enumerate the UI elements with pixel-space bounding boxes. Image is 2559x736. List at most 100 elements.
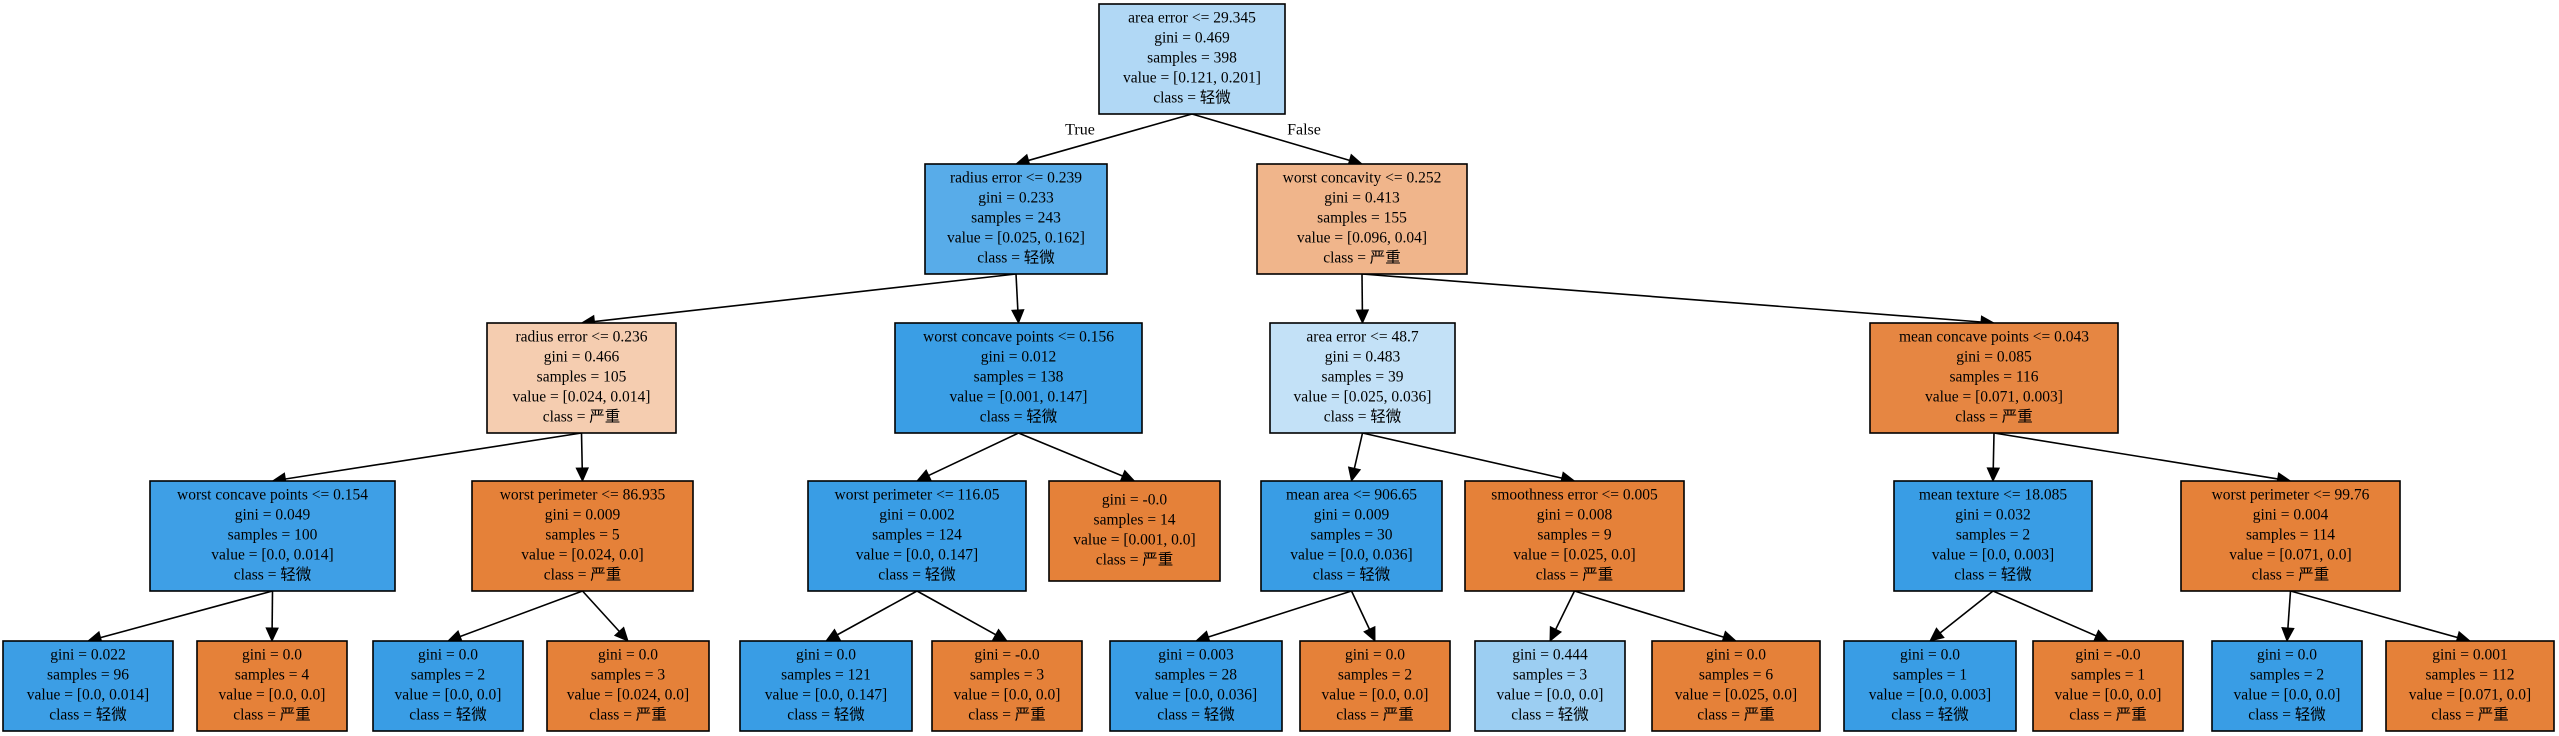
node-line: samples = 3 [591,667,665,684]
node-line: samples = 28 [1155,667,1237,684]
arrowhead [613,626,629,642]
node-box [486,322,677,434]
node-line: samples = 2 [2250,667,2324,684]
node-line: samples = 96 [47,667,129,684]
arrowhead [575,467,589,483]
arrowhead [1986,467,2001,483]
node-box [894,322,1143,434]
node-line: gini = 0.233 [978,190,1054,207]
node-line: gini = 0.0 [1706,647,1766,664]
edge-label-true: True [1065,122,1095,139]
node-line: worst concavity <= 0.252 [1283,170,1442,187]
node-line: samples = 398 [1147,50,1237,67]
node-line: value = [0.071, 0.0] [2409,687,2531,704]
node-box [546,640,710,732]
node-line: samples = 4 [235,667,309,684]
node-line: value = [0.121, 0.201] [1123,70,1261,87]
node-line: gini = 0.0 [2257,647,2317,664]
node-line: gini = 0.469 [1154,30,1230,47]
node-line: value = [0.0, 0.0] [395,687,502,704]
node-box [1260,480,1443,592]
tree-node-24: gini = 0.0 samples = 6 value = [0.025, 0.0… [1651,640,1821,732]
arrowhead [265,627,279,643]
edge-line [580,432,584,469]
node-line: samples = 100 [228,527,318,544]
node-box [1109,640,1283,732]
edge-line [1992,432,1995,469]
node-line: value = [0.071, 0.0] [2229,547,2351,564]
node-line: worst concave points <= 0.154 [177,487,368,504]
node-line: area error <= 48.7 [1306,329,1418,346]
node-line: samples = 1 [2071,667,2145,684]
node-line: samples = 30 [1311,527,1393,544]
node-line: worst concave points <= 0.156 [923,329,1114,346]
tree-edge [1993,432,2292,486]
node-line: gini = 0.012 [981,349,1056,366]
node-line: gini = 0.022 [50,647,125,664]
node-line: value = [0.071, 0.003] [1925,389,2063,406]
node-box [1869,322,2119,434]
tree-edge [1929,590,1994,642]
node-line: worst perimeter <= 86.935 [500,487,666,504]
node-line: gini = 0.085 [1956,349,2032,366]
node-line: samples = 243 [971,210,1061,227]
edge-line [2287,590,2292,629]
node-line: gini = 0.009 [545,507,621,524]
tree-edge [915,432,1019,482]
node-box [931,640,1083,732]
node-line: class = 严重 [2252,566,2330,584]
node-box [1843,640,2017,732]
node-line: class = 轻微 [1157,706,1235,724]
node-line: radius error <= 0.239 [950,170,1082,187]
node-line: class = 严重 [544,566,622,584]
edge-line [2290,590,2458,639]
tree-edge [271,432,582,486]
edge-line [459,590,583,638]
node-line: value = [0.025, 0.162] [947,230,1085,247]
arrowhead [1549,625,1563,643]
tree-edge [1350,590,1376,643]
node-line: class = 轻微 [49,706,127,724]
arrowhead [1011,309,1025,325]
tree-node-6: mean concave points <= 0.043 gini = 0.085… [1869,322,2119,434]
node-line: value = [0.025, 0.0] [1675,687,1797,704]
node-box [196,640,348,732]
edge-line [1555,590,1576,630]
edge-line [1208,590,1352,638]
tree-node-4: worst concave points <= 0.156 gini = 0.01… [894,322,1143,434]
node-line: value = [0.024, 0.014] [513,389,651,406]
node-line: samples = 14 [1094,512,1176,529]
node-line: class = 轻微 [977,249,1055,267]
edge-line [100,590,273,639]
node-box [149,480,396,592]
node-line: class = 轻微 [1324,408,1402,426]
tree-edge [1362,432,1576,485]
node-line: gini = 0.0 [418,647,478,664]
node-line: samples = 112 [2425,667,2514,684]
node-line: class = 轻微 [1954,566,2032,584]
tree-edge [1194,590,1352,644]
node-line: worst perimeter <= 116.05 [835,487,1000,504]
node-line: smoothness error <= 0.005 [1491,487,1658,504]
node-line: radius error <= 0.236 [516,329,648,346]
node-line: mean concave points <= 0.043 [1899,329,2089,346]
edge-line [581,590,620,632]
node-box [1893,480,2093,592]
node-line: mean area <= 906.65 [1286,487,1417,504]
tree-edge [1011,273,1025,325]
node-line: class = 轻微 [1313,566,1391,584]
tree-edge: True [1014,113,1193,167]
arrowhead [991,628,1009,642]
node-line: gini = 0.444 [1512,647,1588,664]
node-line: samples = 6 [1699,667,1773,684]
node-line: gini = 0.0 [796,647,856,664]
arrowhead [1355,309,1370,325]
